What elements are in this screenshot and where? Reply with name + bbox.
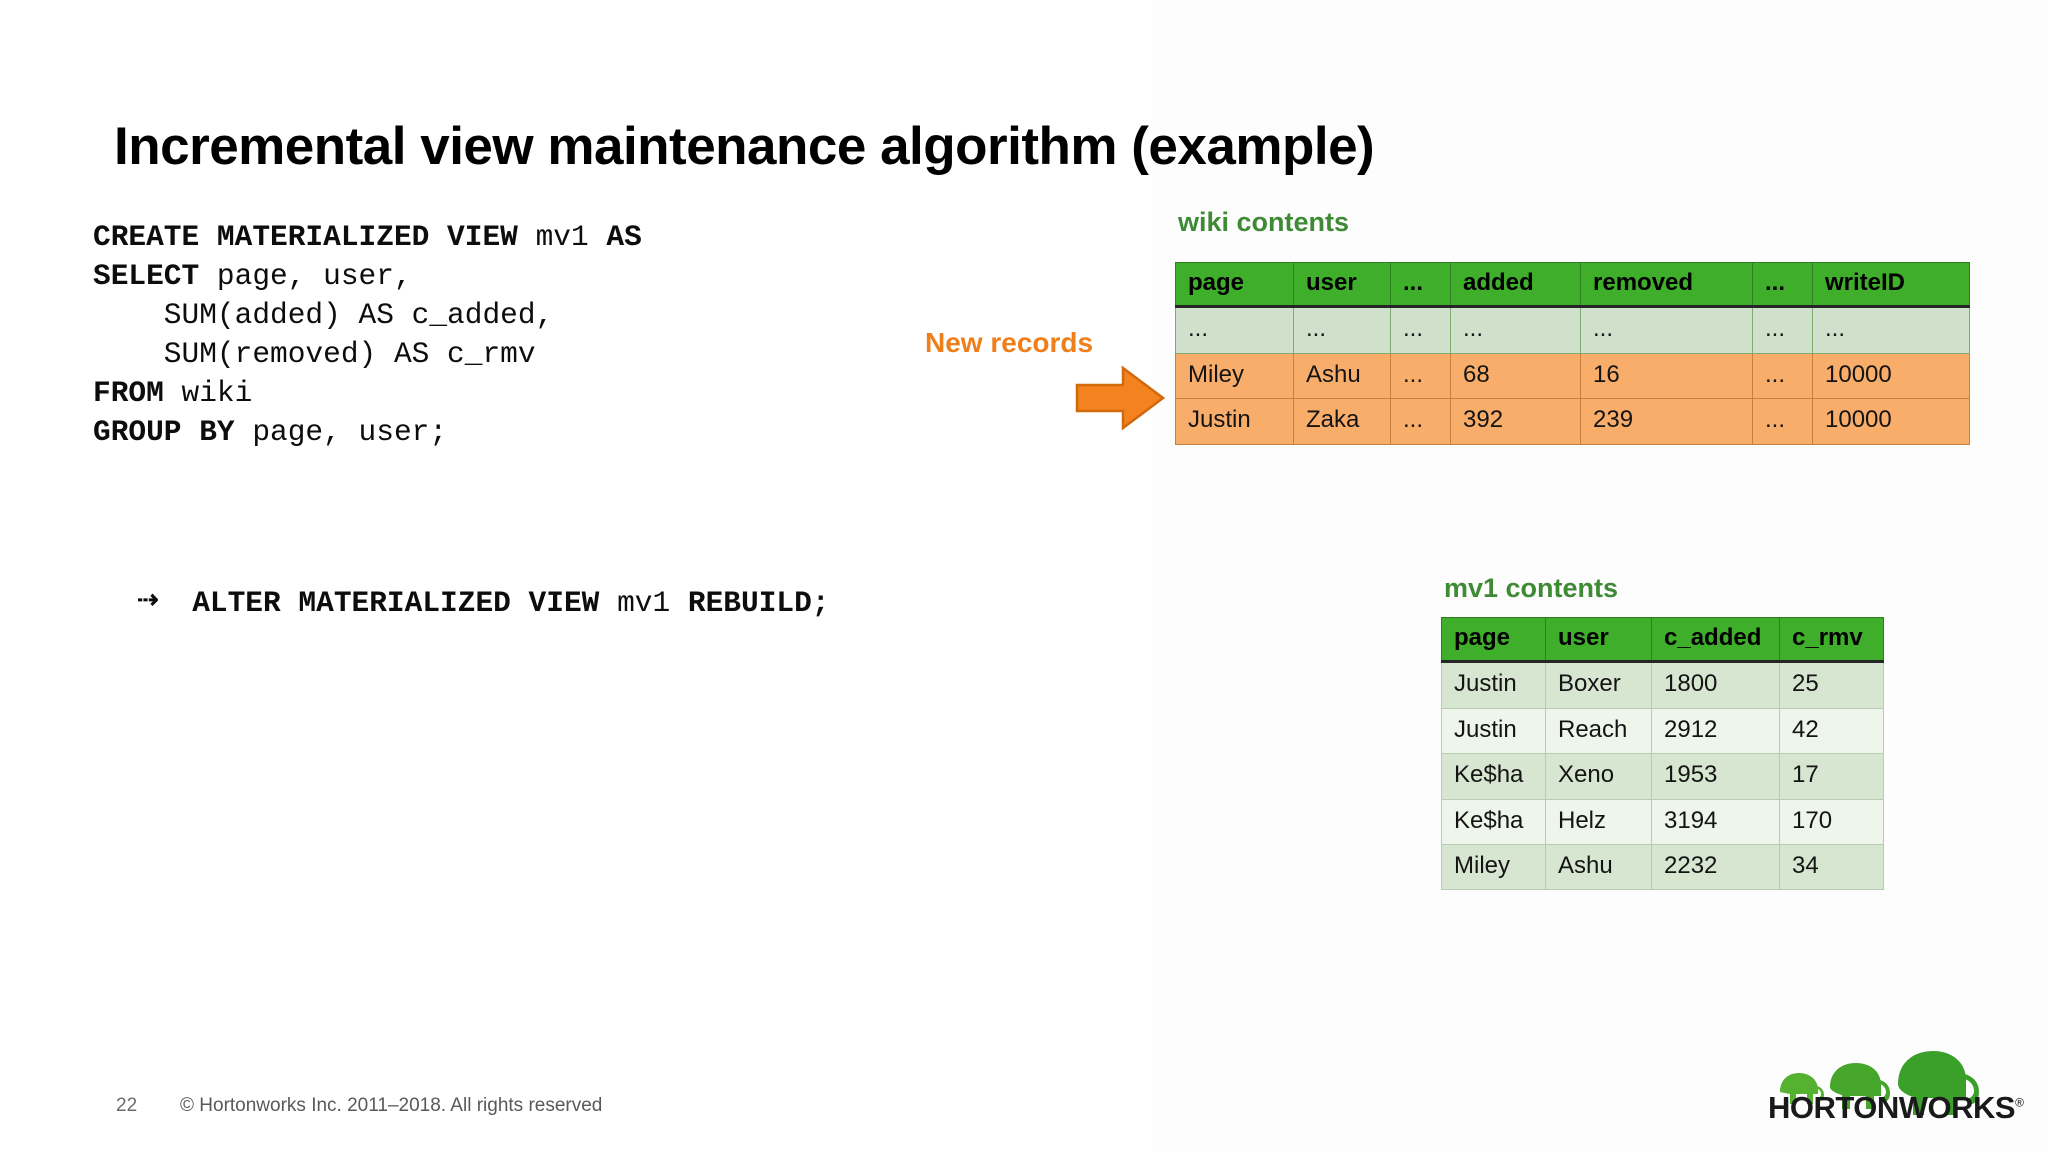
column-header-c-added: c_added [1651,616,1780,664]
cell: Zaka [1293,398,1391,445]
cell: Reach [1545,707,1652,755]
registered-mark: ® [2015,1095,2024,1110]
cell: Ashu [1545,843,1652,891]
mv1-contents-table: page user c_added c_rmv Justin Boxer 180… [1441,616,1884,891]
wiki-table-caption: wiki contents [1178,207,1350,237]
cell: 10000 [1812,352,1970,400]
sql-keyword-rebuild: REBUILD; [687,586,830,620]
table-row: Justin Zaka ... 392 239 ... 10000 [1175,398,1970,445]
footer-copyright: © Hortonworks Inc. 2011–2018. All rights… [180,1095,603,1116]
sql-alter-identifier-mv1: mv1 [599,586,688,620]
cell: 1800 [1651,661,1780,709]
cell: Xeno [1545,753,1652,800]
cell: Justin [1441,707,1546,755]
cell: 10000 [1812,398,1970,445]
sql-group-by-columns: page, user; [234,415,448,449]
cell: Justin [1175,398,1294,445]
cell: ... [1812,306,1970,354]
cell: Boxer [1545,661,1652,709]
cell: 1953 [1651,753,1780,800]
sql-from-table: wiki [163,376,253,410]
sql-sum-added-line: SUM(added) AS c_added, [93,298,554,332]
table-header-row: page user c_added c_rmv [1441,616,1884,664]
cell: 392 [1450,398,1581,445]
cell: ... [1293,306,1391,354]
cell: ... [1752,398,1813,445]
table-row: Miley Ashu 2232 34 [1441,843,1884,891]
sql-keyword-as: AS [606,220,642,254]
cell: Miley [1175,352,1294,400]
cell: 239 [1580,398,1753,445]
column-header-removed: removed [1580,261,1753,309]
cell: 34 [1779,843,1884,891]
table-row: ... ... ... ... ... ... ... [1175,306,1970,354]
cell: ... [1390,352,1451,400]
table-row: Justin Reach 2912 42 [1441,707,1884,755]
right-arrow-icon [1075,365,1165,431]
column-header-user: user [1545,616,1652,664]
column-header-writeid: writeID [1812,261,1970,309]
column-header-added: added [1450,261,1581,309]
dashed-arrow-icon: ⇢ [137,584,159,614]
column-header-user: user [1293,261,1391,309]
column-header-ellipsis-2: ... [1752,261,1813,309]
cell: ... [1450,306,1581,354]
sql-keyword-group-by: GROUP BY [93,415,235,449]
sql-alter-statement: ⇢ ALTER MATERIALIZED VIEW mv1 REBUILD; [137,583,830,623]
cell: ... [1752,306,1813,354]
sql-identifier-mv1: mv1 [517,220,607,254]
table-row: Miley Ashu ... 68 16 ... 10000 [1175,352,1970,400]
footer-page-number: 22 [116,1095,138,1116]
cell: Ke$ha [1441,753,1546,800]
cell: 170 [1779,798,1884,845]
table-row: Justin Boxer 1800 25 [1441,661,1884,709]
cell: ... [1175,306,1294,354]
table-row: Ke$ha Helz 3194 170 [1441,798,1884,845]
column-header-c-rmv: c_rmv [1779,616,1884,664]
hortonworks-elephants-logo-icon [1780,1051,1979,1115]
sql-keyword-from: FROM [93,376,164,410]
cell: 42 [1779,707,1884,755]
cell: ... [1752,352,1813,400]
cell: Justin [1441,661,1546,709]
cell: ... [1390,306,1451,354]
cell: 2232 [1651,843,1780,891]
cell: 17 [1779,753,1884,800]
column-header-page: page [1175,261,1294,309]
table-header-row: page user ... added removed ... writeID [1175,261,1970,309]
sql-select-columns: page, user, [199,259,412,293]
column-header-ellipsis-1: ... [1390,261,1451,309]
cell: Ashu [1293,352,1391,400]
cell: 16 [1580,352,1753,400]
sql-sum-removed-line: SUM(removed) AS c_rmv [93,337,536,371]
cell: 68 [1450,352,1581,400]
brand-name: HORTONWORKS [1768,1090,2016,1125]
table-row: Ke$ha Xeno 1953 17 [1441,753,1884,800]
sql-create-statement: CREATE MATERIALIZED VIEW mv1 AS SELECT p… [93,218,642,452]
cell: Ke$ha [1441,798,1546,845]
sql-keyword-select: SELECT [93,259,200,293]
cell: 25 [1779,661,1884,709]
cell: Miley [1441,843,1546,891]
new-records-label: New records [925,327,1094,358]
page-title: Incremental view maintenance algorithm (… [114,117,1375,176]
mv1-table-caption: mv1 contents [1444,573,1619,603]
column-header-page: page [1441,616,1546,664]
cell: 2912 [1651,707,1780,755]
sql-keyword-alter: ALTER MATERIALIZED VIEW [192,586,600,620]
cell: 3194 [1651,798,1780,845]
cell: Helz [1545,798,1652,845]
cell: ... [1580,306,1753,354]
hortonworks-wordmark: HORTONWORKS® [1768,1090,2024,1126]
wiki-contents-table: page user ... added removed ... writeID … [1175,261,1970,445]
cell: ... [1390,398,1451,445]
sql-keyword-create: CREATE MATERIALIZED VIEW [93,220,518,254]
